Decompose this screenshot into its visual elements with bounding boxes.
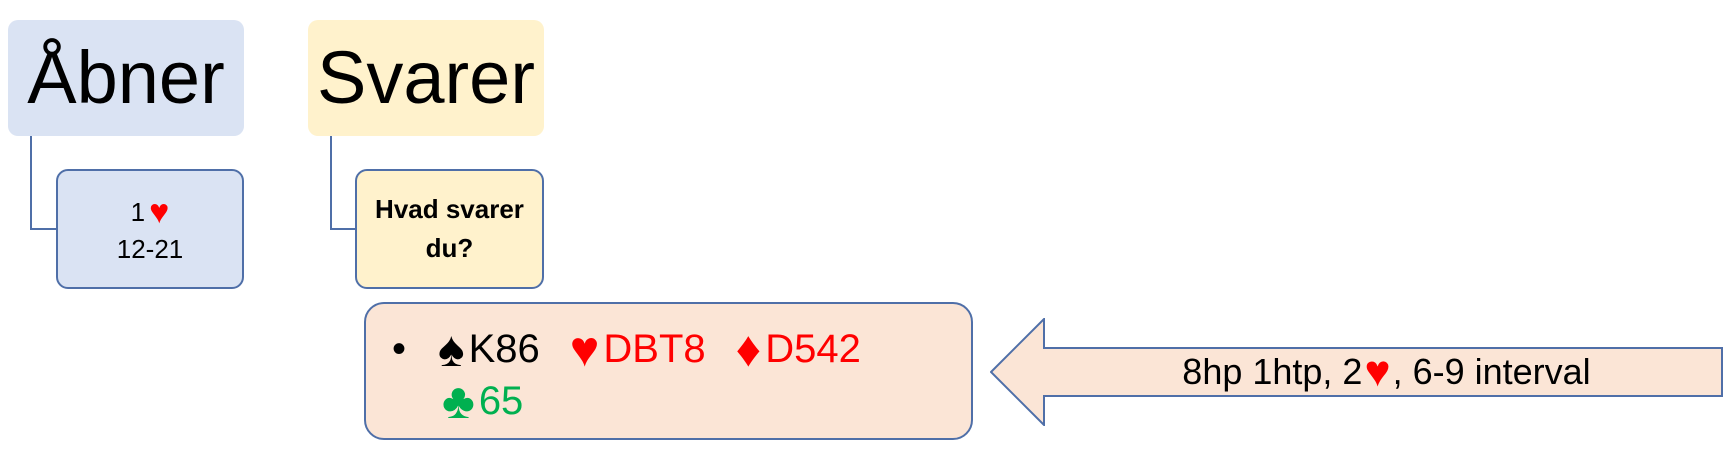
opener-range: 12-21	[116, 234, 184, 264]
diamonds-holding: D542	[765, 326, 861, 371]
spades-holding: K86	[468, 326, 540, 371]
club-icon: ♣	[442, 373, 475, 429]
responder-question-line1: Hvad svarer	[375, 194, 524, 224]
responder-connector-vertical	[330, 136, 332, 230]
spade-icon: ♠	[438, 321, 465, 377]
clubs-holding: 65	[478, 378, 524, 423]
opener-bid-box: 1 ♥ 12-21	[56, 169, 244, 289]
arrow-shape	[990, 318, 1723, 426]
hearts-holding: DBT8	[603, 326, 706, 371]
heart-icon: ♥	[149, 193, 170, 231]
opener-header: Åbner	[8, 20, 244, 136]
responder-connector-horizontal	[330, 228, 355, 230]
opener-connector-horizontal	[30, 228, 56, 230]
opener-title: Åbner	[27, 36, 225, 119]
diamond-icon: ♦	[735, 321, 762, 377]
responder-question-box: Hvad svarer du?	[355, 169, 544, 289]
hand-row-1: • ♠ K86 ♥ DBT8 ♦ D542	[392, 320, 861, 378]
responder-header: Svarer	[308, 20, 544, 136]
heart-icon: ♥	[1364, 347, 1391, 396]
heart-icon: ♥	[569, 321, 600, 377]
callout-text: 8hp 1htp, 2 ♥ , 6-9 interval	[1050, 318, 1723, 426]
callout-arrow: 8hp 1htp, 2 ♥ , 6-9 interval	[990, 318, 1723, 426]
hand-row-2: ♣ 65	[442, 372, 523, 430]
opener-connector-vertical	[30, 136, 32, 230]
responder-title: Svarer	[317, 36, 535, 119]
callout-prefix: 8hp 1htp, 2	[1182, 351, 1363, 392]
opener-bid: 1 ♥	[131, 193, 170, 232]
opener-bid-level: 1	[130, 197, 146, 227]
callout-suffix: , 6-9 interval	[1392, 351, 1591, 392]
bullet-icon: •	[392, 326, 407, 371]
hand-box: • ♠ K86 ♥ DBT8 ♦ D542 ♣ 65	[364, 302, 973, 440]
responder-question-line2: du?	[425, 233, 474, 263]
